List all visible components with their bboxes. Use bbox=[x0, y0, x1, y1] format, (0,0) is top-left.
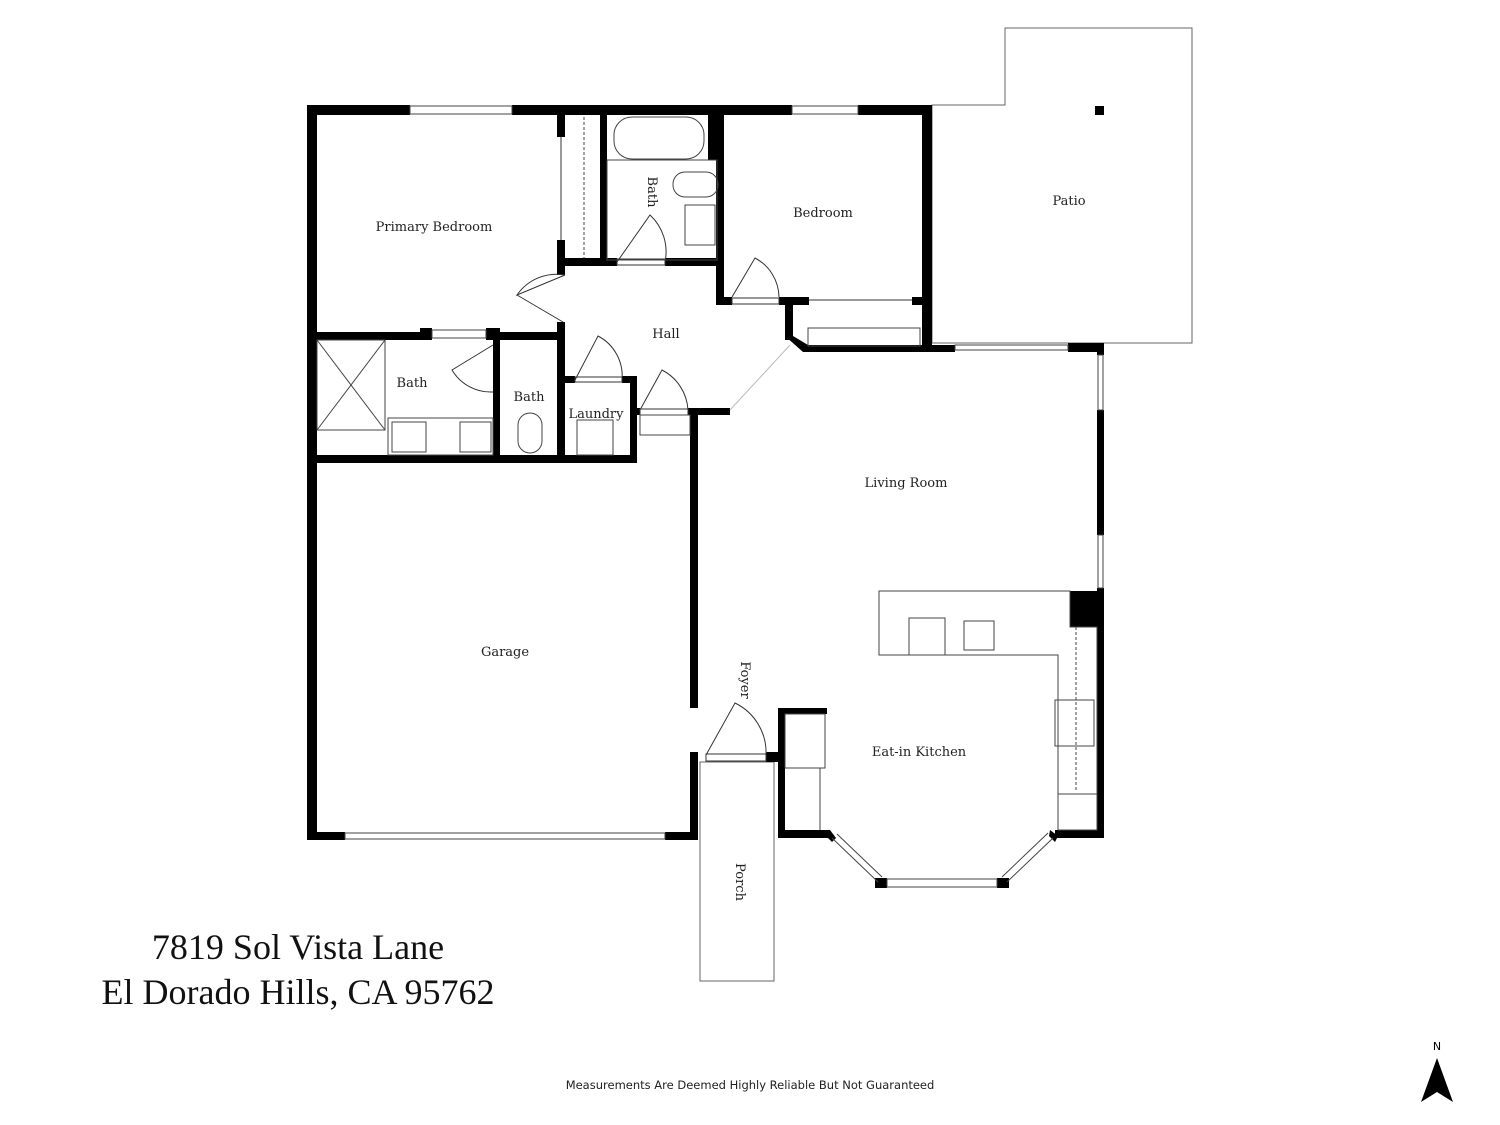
patio-outline bbox=[931, 27, 1193, 344]
room-label-bedroom: Bedroom bbox=[793, 206, 853, 221]
doors bbox=[451, 137, 912, 762]
room-label-primary-bedroom: Primary Bedroom bbox=[376, 220, 493, 235]
room-label-foyer: Foyer bbox=[737, 661, 752, 699]
room-label-hall-bath: Bath bbox=[514, 390, 546, 405]
room-label-garage: Garage bbox=[481, 645, 529, 660]
fixtures bbox=[316, 116, 1098, 831]
disclaimer: Measurements Are Deemed Highly Reliable … bbox=[565, 1078, 935, 1092]
address-line-2: El Dorado Hills, CA 95762 bbox=[101, 972, 495, 1012]
patio-post bbox=[1095, 106, 1104, 115]
walls bbox=[307, 105, 1104, 888]
address-line-1: 7819 Sol Vista Lane bbox=[151, 927, 445, 967]
room-label-laundry: Laundry bbox=[568, 407, 624, 422]
room-label-porch: Porch bbox=[732, 863, 747, 902]
room-label-kitchen: Eat-in Kitchen bbox=[872, 745, 967, 760]
windows bbox=[344, 105, 1104, 888]
room-label-bath-upper: Bath bbox=[644, 177, 659, 209]
porch-outline bbox=[699, 761, 775, 982]
room-label-primary-bath: Bath bbox=[397, 376, 429, 391]
room-label-patio: Patio bbox=[1052, 194, 1085, 209]
room-label-living-room: Living Room bbox=[865, 476, 948, 491]
room-label-hall: Hall bbox=[652, 327, 679, 342]
north-arrow-icon bbox=[1421, 1058, 1453, 1102]
compass-label: N bbox=[1432, 1040, 1442, 1053]
